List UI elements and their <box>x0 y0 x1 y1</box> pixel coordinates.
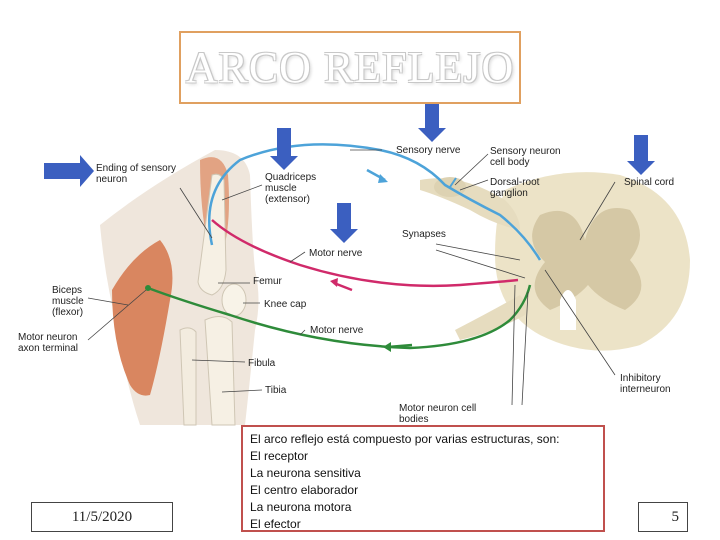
title-box: ARCO REFLEJO <box>179 31 521 104</box>
date-text: 11/5/2020 <box>71 508 133 525</box>
note-line: El arco reflejo está compuesto por varia… <box>250 432 560 446</box>
note-line: El receptor <box>250 449 309 463</box>
reflex-arc-diagram <box>44 104 690 426</box>
label-ending-sensory: Ending of sensory neuron <box>96 163 177 185</box>
label-spinal-cord: Spinal cord <box>624 177 675 188</box>
note-box: El arco reflejo está compuesto por varia… <box>241 425 605 532</box>
flexor-terminal-dot <box>145 285 151 291</box>
label-biceps: Biceps muscle (flexor) <box>52 285 84 318</box>
pointer-arrow-quadriceps <box>270 128 298 170</box>
label-quadriceps: Quadriceps muscle (extensor) <box>265 172 317 205</box>
page-number-box: 5 <box>638 502 688 532</box>
note-line: La neurona motora <box>250 500 352 514</box>
date-box: 11/5/2020 <box>31 502 173 532</box>
label-femur: Femur <box>253 276 282 287</box>
sensory-branch <box>449 177 457 188</box>
femur-bone <box>197 173 227 296</box>
sensory-neuron-path <box>208 143 542 261</box>
note-line: El efector <box>250 517 301 531</box>
motor-flexor-arrowhead <box>383 342 391 352</box>
label-inhibitory: Inhibitory interneuron <box>620 373 671 395</box>
tibia-bone <box>204 316 236 426</box>
pointer-arrow-spinal <box>627 135 655 175</box>
note-line: El centro elaborador <box>250 483 359 497</box>
label-dorsal-root: Dorsal-root ganglion <box>490 177 540 199</box>
note-line: La neurona sensitiva <box>250 466 361 480</box>
label-motor-nerve-top: Motor nerve <box>309 248 363 259</box>
label-motor-nerve-bottom: Motor nerve <box>310 325 364 336</box>
page-number: 5 <box>671 508 680 525</box>
leader-lines <box>87 149 616 406</box>
label-sensory-cell-body: Sensory neuron cell body <box>490 146 561 168</box>
central-canal <box>560 290 576 330</box>
pointer-arrow-motor <box>330 203 358 243</box>
label-fibula: Fibula <box>248 358 276 369</box>
sensory-arrowhead <box>378 174 388 183</box>
fibula-bone <box>179 327 197 426</box>
label-motor-neuron-axon: Motor neuron axon terminal <box>18 332 79 354</box>
biceps-muscle <box>112 240 173 396</box>
pointer-arrow-ending <box>44 155 94 187</box>
motor-extensor-arrowhead <box>330 278 338 287</box>
grey-matter <box>532 208 642 310</box>
knee-cap-bone <box>221 283 247 317</box>
label-synapses: Synapses <box>402 229 446 240</box>
label-tibia: Tibia <box>265 385 287 396</box>
page-title: ARCO REFLEJO <box>185 43 515 92</box>
motor-extensor-path <box>211 219 519 288</box>
pointer-arrow-sensory <box>418 104 446 142</box>
label-sensory-nerve: Sensory nerve <box>396 145 461 156</box>
label-knee-cap: Knee cap <box>264 299 307 310</box>
ventral-root <box>455 295 527 340</box>
label-motor-cell-bodies: Motor neuron cell bodies <box>399 403 477 425</box>
motor-flexor-arrow <box>387 343 413 349</box>
